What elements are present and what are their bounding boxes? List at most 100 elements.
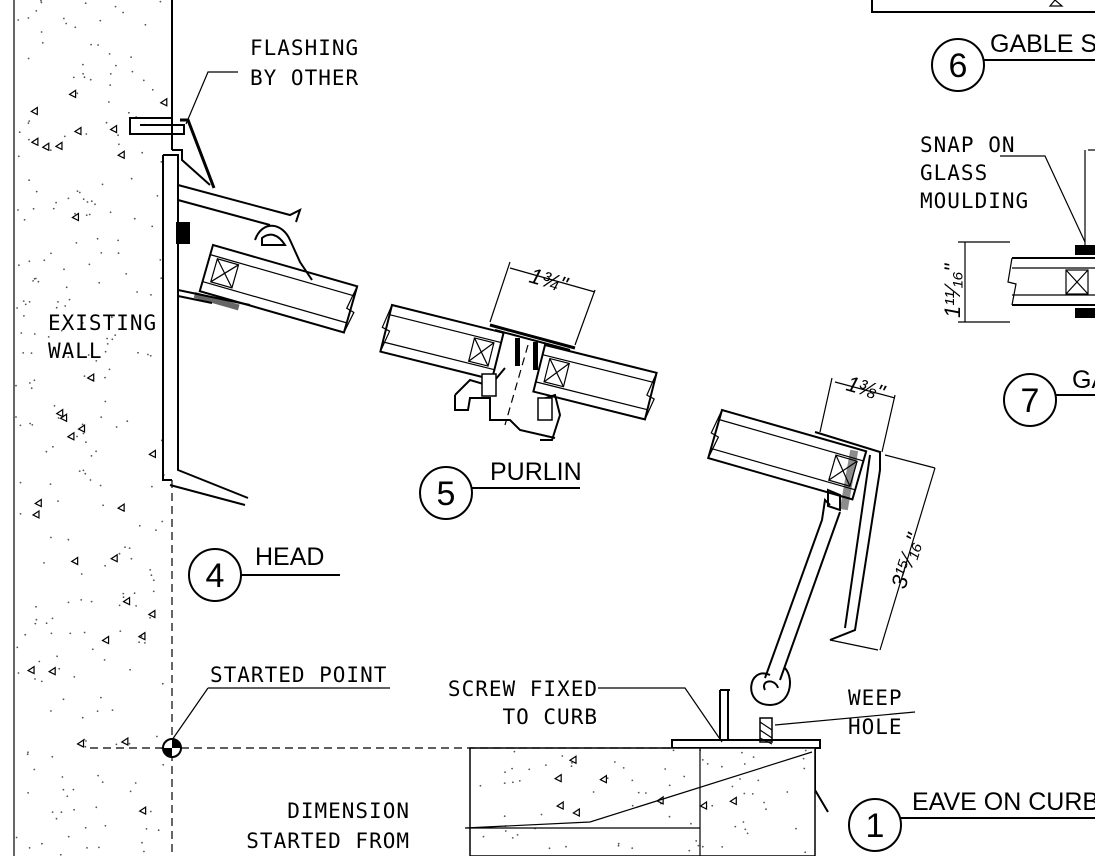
concrete-dot [57,417,60,419]
concrete-aggregate [86,372,95,383]
concrete-aggregate [655,795,664,805]
concrete-dot [152,579,155,582]
concrete-dot [76,92,79,95]
concrete-aggregate [41,142,50,152]
concrete-dot [122,592,125,595]
concrete-dot [697,844,700,847]
concrete-dot [637,791,640,794]
concrete-dot [141,151,144,154]
concrete-dot [67,835,70,838]
concrete-dot [72,788,75,791]
concrete-dot [159,259,162,261]
concrete-dot [73,676,76,678]
concrete-dot [52,207,55,210]
screw-fixed-label-line1: SCREW FIXED [448,677,598,701]
concrete-dot [47,336,50,338]
svg-text:HEAD: HEAD [255,543,324,571]
concrete-dot [24,633,27,636]
concrete-dot [701,759,704,761]
concrete-aggregate [66,431,75,441]
concrete-dot [128,547,131,549]
concrete-dot [124,546,126,548]
concrete-aggregate [137,631,146,641]
concrete-dot [98,846,100,849]
concrete-dot [78,191,81,194]
concrete-dot [744,828,747,831]
concrete-dot [60,329,63,332]
concrete-dot [83,76,86,79]
concrete-dot [156,735,158,738]
concrete-dot [28,260,31,263]
concrete-dot [53,405,56,407]
concrete-dot [80,599,83,601]
concrete-dot [721,846,724,848]
concrete-dot [56,655,58,658]
concrete-dot [528,768,531,771]
concrete-dot [75,242,78,244]
svg-text:1: 1 [866,807,885,845]
concrete-dot [63,268,65,271]
concrete-dot [134,782,137,784]
existing-wall-label-line1: EXISTING [48,311,157,335]
concrete-dot [118,143,120,146]
concrete-dot [28,120,31,122]
concrete-dot [668,815,671,818]
flashing-label-line1: FLASHING [250,36,359,60]
snap-on-label-line2: GLASS [920,161,988,185]
concrete-dot [78,470,81,472]
concrete-aggregate [568,755,577,765]
concrete-dot [30,352,33,354]
concrete-dot [35,605,37,608]
concrete-dot [62,788,65,791]
concrete-dot [695,840,698,842]
dimension-label-line2: STARTED FROM [246,829,410,853]
concrete-dot [97,774,99,777]
concrete-dot [45,622,48,625]
concrete-aggregate [77,423,86,434]
concrete-dot [41,842,43,845]
concrete-aggregate [148,449,156,459]
concrete-dot [149,810,152,813]
concrete-dot [95,360,98,362]
concrete-dot [664,768,667,770]
concrete-dot [67,197,70,200]
concrete-dot [88,213,91,216]
concrete-aggregate [47,666,56,676]
concrete-dot [743,763,746,765]
concrete-aggregate [59,413,68,423]
concrete-aggregate [109,553,118,563]
concrete-dot [141,841,143,844]
concrete-dot [65,22,68,25]
concrete-dot [24,303,27,306]
concrete-dot [90,600,93,603]
concrete-dot [690,822,692,825]
concrete-dot [26,753,29,756]
concrete-dot [98,281,101,284]
concrete-aggregate [555,800,564,810]
concrete-dot [90,455,93,457]
concrete-dot [757,779,760,782]
concrete-dot [731,785,734,788]
concrete-dot [503,782,506,784]
eave-detail [671,377,936,813]
concrete-dot [668,784,671,787]
concrete-dot [96,710,99,712]
started-point-marker [162,738,182,758]
concrete-dot [122,11,124,14]
concrete-dot [85,214,88,217]
concrete-dot [504,830,507,832]
concrete-aggregate [109,124,118,134]
concrete-dot [152,590,155,593]
concrete-dot [804,749,807,752]
concrete-dot [138,524,141,527]
purlin-detail [379,261,658,441]
concrete-dot [49,149,52,152]
concrete-dot [129,668,132,671]
eave-width-dimension: 1⅜" [844,371,889,406]
concrete-dot [68,298,71,301]
concrete-dot [104,376,106,379]
concrete-dot [129,790,132,793]
concrete-aggregate [73,126,82,136]
concrete-aggregate [572,807,580,817]
curb [469,747,816,856]
